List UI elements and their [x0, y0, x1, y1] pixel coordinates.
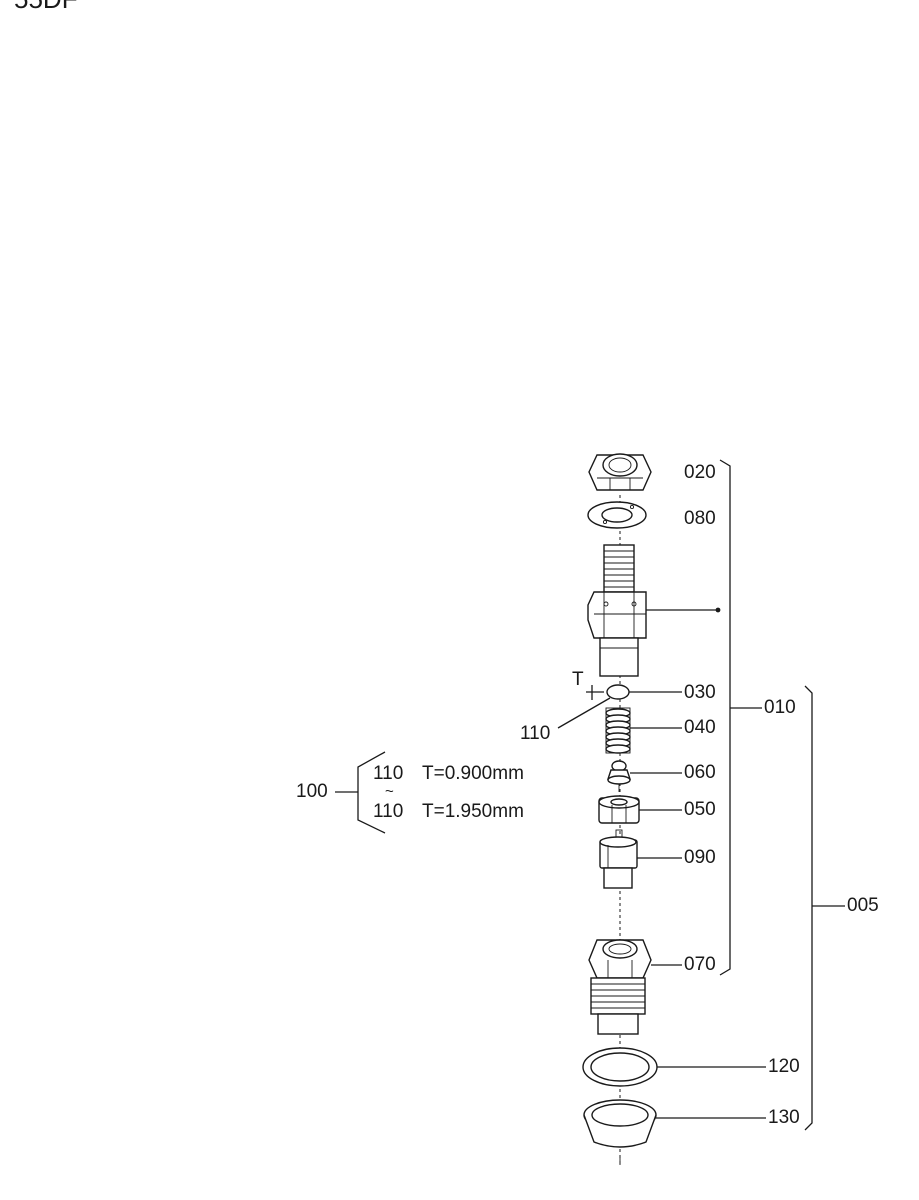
callout-130: 130 [768, 1107, 800, 1128]
part-010-holder-body [587, 544, 647, 677]
part-090-nozzle [599, 829, 638, 889]
page-reference: 55DF [14, 0, 78, 12]
thickness-marker: T [572, 669, 584, 690]
callout-050: 050 [684, 799, 716, 820]
part-050-spacer [598, 795, 640, 824]
bracket-010 [719, 459, 731, 976]
callout-090: 090 [684, 847, 716, 868]
callout-040: 040 [684, 717, 716, 738]
callout-070: 070 [684, 954, 716, 975]
part-080-washer [587, 501, 647, 529]
shim-range-tilde: ~ [385, 783, 394, 800]
part-040-spring [605, 707, 631, 754]
part-030-shim [586, 684, 630, 700]
bracket-005 [804, 685, 813, 1131]
shim-row2-part: 110 [373, 801, 404, 822]
bracket-100 [357, 751, 386, 834]
callout-005: 005 [847, 895, 879, 916]
part-130-seat-washer [583, 1099, 657, 1165]
part-060-push-rod [607, 760, 631, 792]
callout-100: 100 [296, 781, 328, 802]
part-070-retaining-nut [588, 939, 652, 1035]
callout-120: 120 [768, 1056, 800, 1077]
callout-020: 020 [684, 462, 716, 483]
leader-dot [715, 607, 721, 613]
shim-row1-part: 110 [373, 763, 404, 784]
part-120-gasket [582, 1047, 658, 1087]
callout-010: 010 [764, 697, 796, 718]
shim-row2-spec: T=1.950mm [422, 801, 524, 822]
callout-080: 080 [684, 508, 716, 529]
part-020-hex-nut [588, 453, 652, 491]
callout-030: 030 [684, 682, 716, 703]
leader-110 [557, 697, 611, 729]
callout-060: 060 [684, 762, 716, 783]
shim-row1-spec: T=0.900mm [422, 763, 524, 784]
callout-110: 110 [520, 723, 551, 744]
